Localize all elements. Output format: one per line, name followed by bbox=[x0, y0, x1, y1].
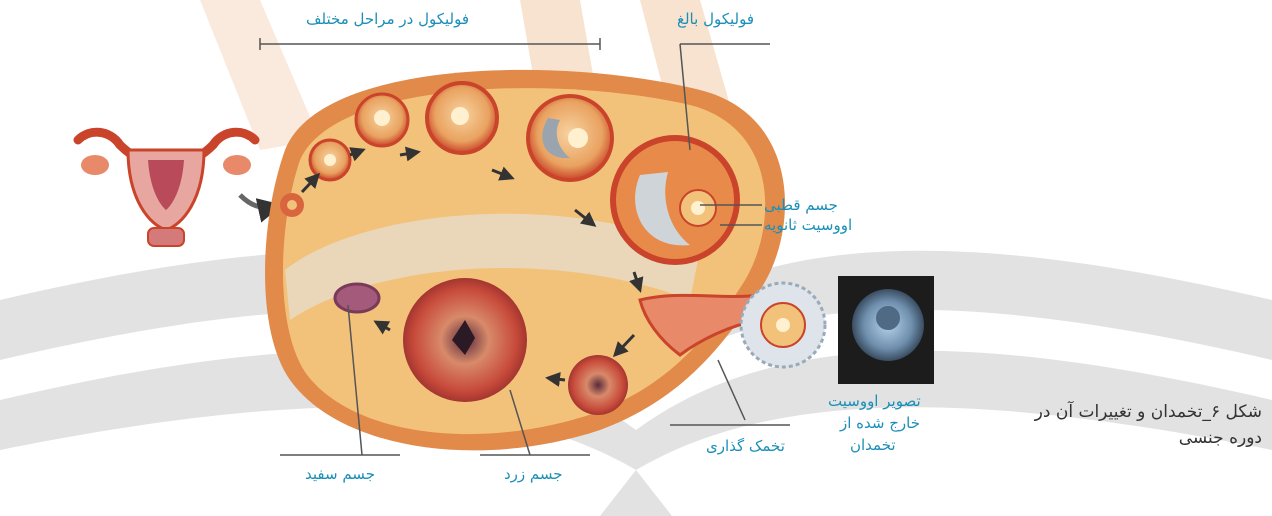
corpus-albicans bbox=[335, 284, 379, 312]
label-growing-follicles: فولیکول در مراحل مختلف bbox=[306, 10, 469, 28]
uterus-illustration bbox=[78, 132, 255, 246]
mature-follicle bbox=[613, 138, 737, 262]
figure-caption-line1: شکل ۶_تخمدان و تغییرات آن در bbox=[1035, 402, 1262, 422]
label-secondary-oocyte: اووسیت ثانویه bbox=[764, 216, 852, 234]
label-mature-follicle: فولیکول بالغ bbox=[677, 10, 754, 28]
label-corpus-luteum: جسم زرد bbox=[504, 465, 563, 483]
label-corpus-albicans: جسم سفید bbox=[305, 465, 375, 483]
label-polar-body: جسم قطبی bbox=[764, 196, 838, 214]
oocyte-micrograph bbox=[838, 276, 934, 384]
figure-caption-line2: دوره جنسی bbox=[1179, 428, 1262, 448]
label-photo-caption-line1: تصویر اووسیت bbox=[828, 392, 921, 410]
label-photo-caption-line3: تخمدان bbox=[850, 436, 896, 454]
label-photo-caption-line2: خارج شده از bbox=[840, 414, 920, 432]
label-ovulation: تخمک گذاری bbox=[706, 437, 785, 455]
